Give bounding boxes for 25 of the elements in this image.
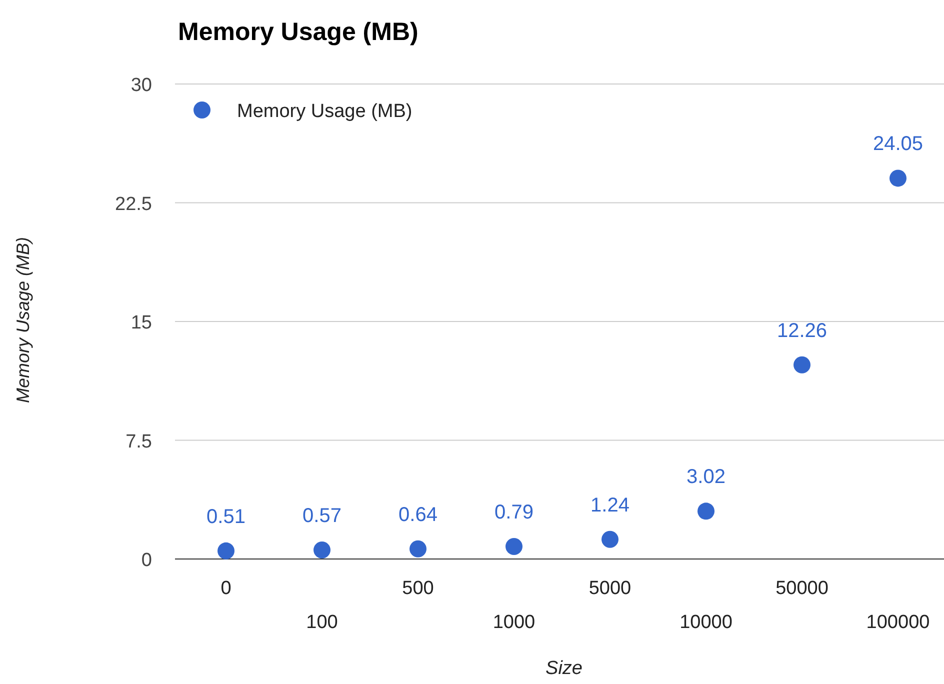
data-label: 0.51: [206, 506, 246, 528]
tick-label: 100: [306, 612, 338, 633]
data-label: 24.05: [872, 133, 924, 156]
tick-label: 500: [402, 578, 434, 599]
tick-label: 7.5: [126, 431, 152, 452]
y-axis-label: Memory Usage (MB): [13, 236, 33, 404]
data-label: 12.26: [776, 320, 828, 342]
x-axis-label: Size: [546, 658, 582, 679]
data-label: 0.79: [494, 502, 534, 524]
legend-label: Memory Usage (MB): [237, 101, 412, 122]
tick-label: 5000: [588, 578, 632, 599]
tick-label: 10000: [680, 612, 732, 633]
tick-label: 30: [130, 75, 152, 96]
tick-label: 0: [141, 550, 152, 571]
data-label: 0.57: [302, 504, 342, 527]
tick-label: 22.5: [115, 194, 152, 215]
chart-title: Memory Usage (MB): [178, 18, 418, 47]
tick-label: 100000: [866, 612, 930, 633]
data-label: 1.24: [590, 494, 630, 516]
data-label: 3.02: [686, 466, 726, 488]
tick-label: 15: [130, 312, 152, 334]
tick-label: 0: [220, 578, 232, 599]
tick-label: 1000: [492, 612, 536, 633]
tick-label: 50000: [776, 578, 828, 599]
data-label: 0.64: [398, 504, 438, 526]
